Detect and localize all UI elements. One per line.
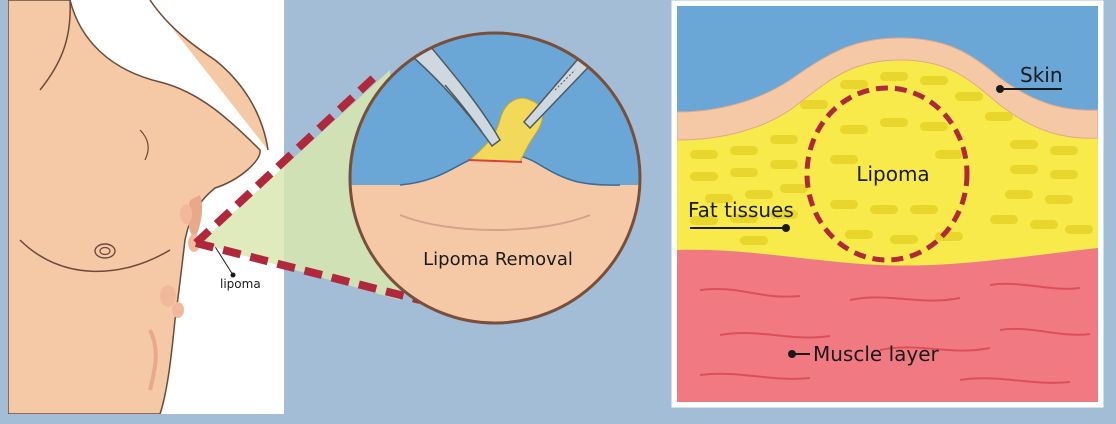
lipoma-label: Lipoma (856, 162, 929, 186)
nipple (95, 244, 115, 258)
fat-label: Fat tissues (688, 198, 794, 222)
removal-label: Lipoma Removal (423, 249, 573, 270)
muscle-layer-area (677, 248, 1098, 402)
muscle-label: Muscle layer (813, 342, 940, 366)
lipoma-small-label: lipoma (220, 277, 261, 291)
cross-section-panel: Skin Lipoma Fat tissues Muscle layer (674, 3, 1101, 405)
skin-label: Skin (1020, 63, 1063, 87)
